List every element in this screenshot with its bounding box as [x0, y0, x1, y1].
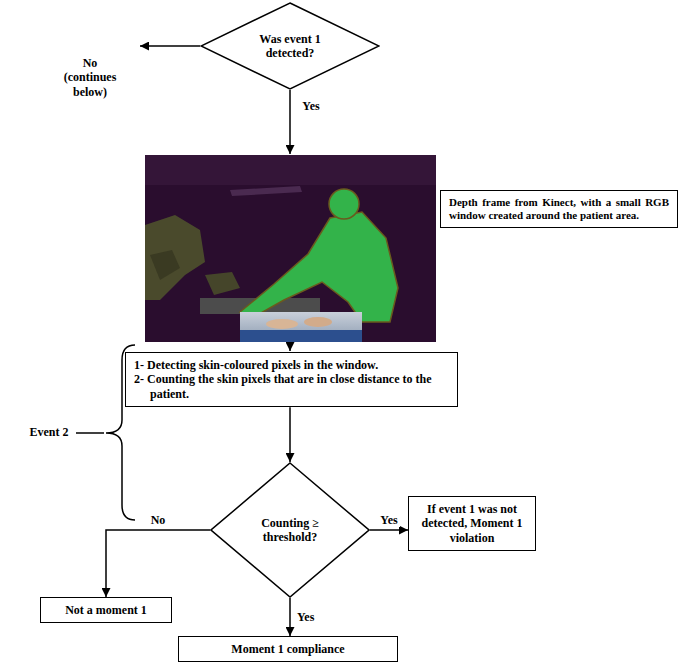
diamond-shape: [211, 463, 369, 597]
decision-diamond: Was event 1 detected?: [200, 2, 380, 90]
result-box: Not a moment 1: [40, 597, 172, 623]
rgb-window: [240, 312, 362, 342]
person-silhouette: [240, 212, 398, 322]
decision-diamond: Counting ≥ threshold?: [210, 462, 370, 598]
flow-label: Yes: [296, 99, 326, 113]
diamond-text-area: Counting ≥ threshold?: [261, 516, 319, 545]
no-arrow: [140, 45, 200, 47]
edge-label: No: [149, 513, 168, 527]
node-text: Counting ≥ threshold?: [261, 516, 319, 545]
depth-frame: [145, 155, 436, 342]
flow-connector: [370, 529, 408, 531]
callout-box: Depth frame from Kinect, with a small RG…: [440, 190, 678, 228]
diamond-text-area: Was event 1 detected?: [242, 32, 338, 61]
flow-connector: [289, 407, 291, 462]
frame-arrow: [289, 342, 291, 351]
hand: [266, 319, 298, 329]
flow-label: No (continues below): [56, 56, 124, 99]
diamond-shape: [201, 3, 379, 89]
depth-noise: [205, 272, 240, 295]
depth-noise: [150, 250, 180, 280]
node-text: Moment 1 compliance: [187, 642, 389, 656]
depth-band: [145, 155, 436, 185]
depth-noise: [145, 215, 205, 300]
node-text: If event 1 was not detected, Moment 1 vi…: [417, 502, 527, 545]
person-head: [329, 189, 359, 219]
process-box: 1- Detecting skin-coloured pixels in the…: [125, 352, 458, 407]
edge-label: Yes: [295, 610, 316, 624]
result-box: If event 1 was not detected, Moment 1 vi…: [408, 496, 536, 551]
flow-label: Event 2: [22, 425, 76, 439]
depth-noise: [230, 186, 302, 196]
node-text: Was event 1 detected?: [242, 32, 338, 61]
bracket-leader: [76, 432, 104, 434]
flow-connector: [289, 598, 291, 636]
hand: [304, 317, 332, 327]
node-text: 2- Counting the skin pixels that are in …: [134, 372, 449, 401]
edge-label: Yes: [378, 513, 399, 527]
depth-background: [145, 155, 436, 342]
patient-sheet: [240, 330, 362, 342]
flow-connector: [106, 530, 210, 597]
result-box: Moment 1 compliance: [178, 636, 398, 662]
node-text: Not a moment 1: [49, 603, 163, 617]
yes-arrow: [289, 90, 291, 154]
node-text: 1- Detecting skin-coloured pixels in the…: [134, 358, 449, 372]
node-text: Depth frame from Kinect, with a small RG…: [449, 196, 669, 222]
